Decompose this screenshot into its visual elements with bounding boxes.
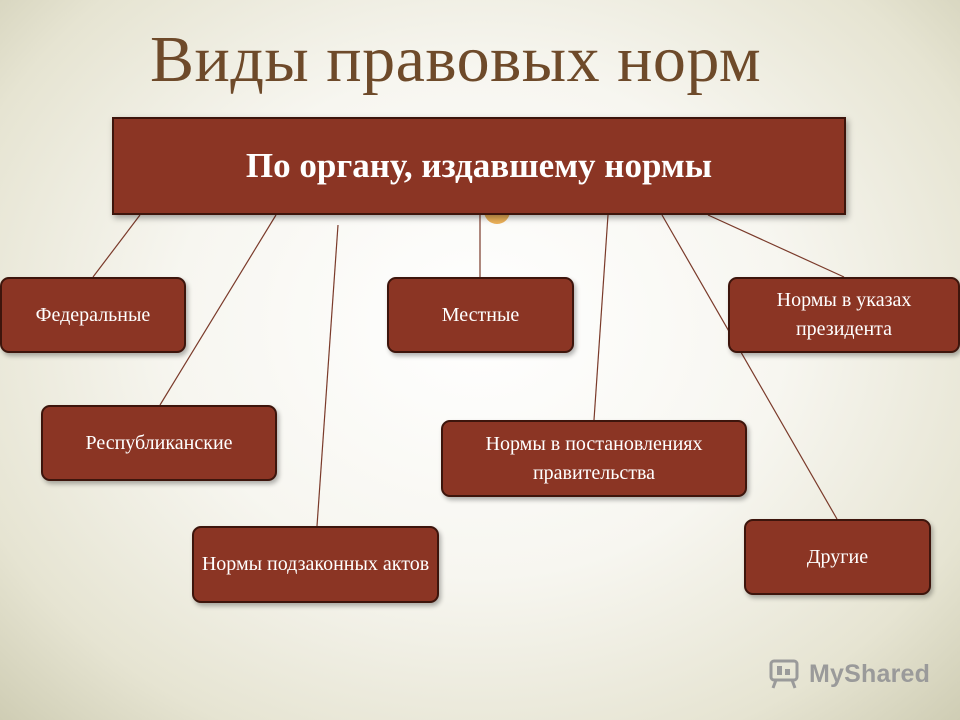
node-government: Нормы в постановлениях правительства bbox=[441, 420, 747, 497]
connector-president bbox=[707, 214, 845, 278]
root-category-label: По органу, издавшему нормы bbox=[245, 146, 713, 185]
node-federal-label: Федеральные bbox=[35, 303, 151, 326]
node-federal: Федеральные bbox=[0, 277, 186, 353]
watermark-text: MyShared bbox=[809, 659, 931, 688]
connector-other bbox=[661, 214, 838, 520]
root-category-box: По органу, издавшему нормы bbox=[112, 117, 846, 215]
connector-government bbox=[593, 214, 609, 421]
slide-title: Виды правовых норм bbox=[150, 23, 762, 96]
node-bylaws-label: Нормы подзаконных актов bbox=[201, 553, 430, 575]
watermark: MyShared bbox=[767, 656, 930, 692]
node-republican-label: Республиканские bbox=[85, 431, 233, 454]
node-bylaws: Нормы подзаконных актов bbox=[192, 526, 439, 603]
node-other-label: Другие bbox=[806, 545, 869, 568]
node-local: Местные bbox=[387, 277, 574, 353]
connector-bylaws bbox=[316, 224, 339, 527]
node-government-label: Нормы в постановлениях правительства bbox=[485, 432, 703, 484]
connector-federal bbox=[92, 214, 141, 278]
node-local-label: Местные bbox=[441, 303, 520, 326]
connector-republican bbox=[159, 214, 277, 406]
node-other: Другие bbox=[744, 519, 931, 595]
node-president-label: Нормы в указах президента bbox=[776, 289, 912, 340]
node-president: Нормы в указах президента bbox=[728, 277, 960, 353]
watermark-logo-icon bbox=[769, 659, 799, 689]
node-republican: Республиканские bbox=[41, 405, 277, 481]
